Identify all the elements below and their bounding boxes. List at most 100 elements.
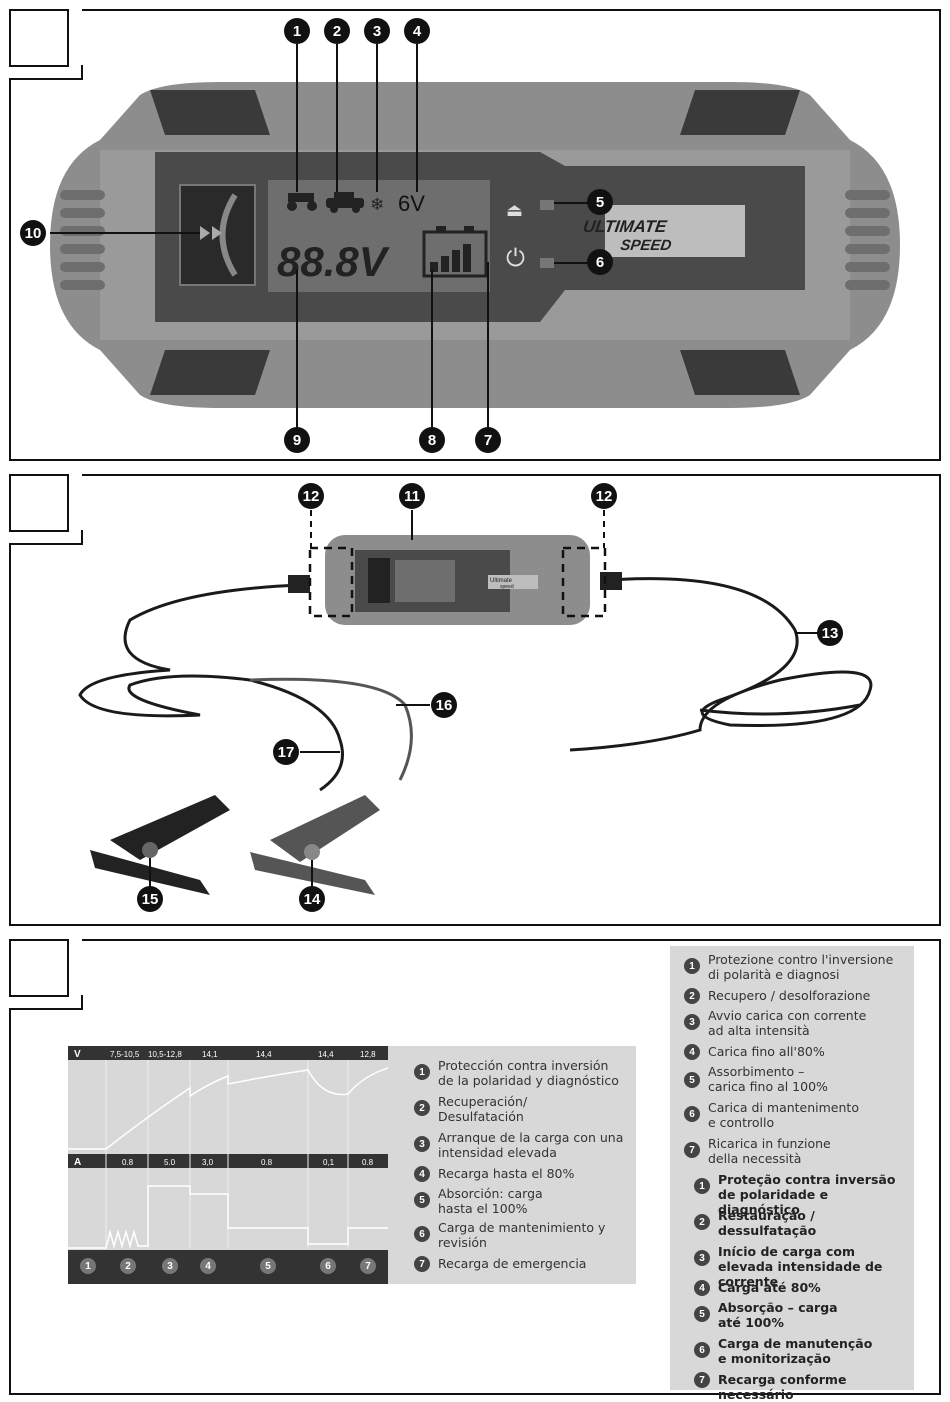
legend-es-num-6: 6	[414, 1226, 430, 1242]
legend-es-num-4: 4	[414, 1166, 430, 1182]
legend-it-text-7: Ricarica in funzione della necessità	[708, 1136, 831, 1166]
polarity-icon: ⏏	[506, 200, 523, 220]
mini-brand-line1: Ultimate	[490, 578, 513, 584]
figure-3-tab	[9, 939, 69, 997]
strain-relief-right	[561, 546, 607, 618]
lcd-readout: 88.8V	[277, 238, 390, 285]
a-val-4: 0.8	[261, 1158, 273, 1167]
legend-it-pt-box	[670, 946, 914, 1390]
cables	[78, 577, 873, 792]
legend-pt-num-2: 2	[694, 1214, 710, 1230]
grip-top-right	[680, 90, 800, 135]
stage-bar	[68, 1250, 388, 1284]
charger-front-view: ❄ 6V 88.8V ⏏ ⏻ ULTIMATE SPEED	[50, 44, 900, 428]
voltage-unit: V	[74, 1049, 81, 1060]
stage-6: 6	[320, 1258, 336, 1274]
legend-pt-num-5: 5	[694, 1306, 710, 1322]
legend-es-num-1: 1	[414, 1064, 430, 1080]
legend-it-text-1: Protezione contro l'inversione di polari…	[708, 952, 894, 982]
current-curve	[68, 1185, 388, 1249]
legend-it-num-5: 5	[684, 1072, 700, 1088]
legend-pt-text-6: Carga de manutenção e monitorização	[718, 1336, 873, 1366]
stage-7: 7	[360, 1258, 376, 1274]
legend-pt-num-1: 1	[694, 1178, 710, 1194]
figure-1-tab-edge	[9, 65, 83, 80]
car-icon	[326, 192, 364, 213]
side-ribs-right	[845, 190, 890, 290]
charge-curve-chart: V 7,5-10,5 10,5-12,8 14,1 14,4 14,4 12,8…	[68, 1046, 636, 1284]
callout-3: 3	[364, 18, 390, 44]
current-unit: A	[74, 1157, 81, 1168]
v-val-2: 10,5-12,8	[148, 1050, 182, 1059]
brand-label	[605, 205, 745, 257]
legend-es-text-5: Absorción: carga hasta el 100%	[438, 1186, 543, 1216]
legend-pt-text-1: Proteção contra inversão de polaridade e…	[718, 1172, 896, 1217]
legend-it-text-6: Carica di mantenimento e controllo	[708, 1100, 859, 1130]
clamp-negative	[90, 795, 230, 895]
callout-16: 16	[431, 692, 457, 718]
legend-it-num-4: 4	[684, 1044, 700, 1060]
a-val-5: 0,1	[323, 1158, 335, 1167]
a-val-2: 5.0	[164, 1158, 176, 1167]
legend-pt-text-2: Restauração / dessulfatação	[718, 1208, 817, 1238]
v-val-3: 14,1	[202, 1050, 218, 1059]
legend-it-num-2: 2	[684, 988, 700, 1004]
callout-14: 14	[299, 886, 325, 912]
v-val-1: 7,5-10,5	[110, 1050, 140, 1059]
legend-pt-text-3: Início de carga com elevada intensidade …	[718, 1244, 883, 1289]
callout-12-right: 12	[591, 483, 617, 509]
charger-with-cables: Ultimate speed	[78, 510, 873, 895]
legend-pt-num-7: 7	[694, 1372, 710, 1388]
led-polarity	[540, 200, 554, 210]
battery-level-icon	[422, 226, 488, 278]
callout-5: 5	[587, 189, 613, 215]
mini-brand-line2: speed	[500, 584, 514, 590]
a-val-1: 0.8	[122, 1158, 134, 1167]
callout-11: 11	[399, 483, 425, 509]
callout-6: 6	[587, 249, 613, 275]
callout-10: 10	[20, 220, 46, 246]
stage-3: 3	[162, 1258, 178, 1274]
grip-top-left	[150, 90, 270, 135]
callout-7: 7	[475, 427, 501, 453]
callout-17: 17	[273, 739, 299, 765]
callout-15: 15	[137, 886, 163, 912]
legend-es-text-4: Recarga hasta el 80%	[438, 1166, 575, 1181]
grip-bottom-left	[150, 350, 270, 395]
a-val-3: 3,0	[202, 1158, 214, 1167]
voltage-curve	[68, 1067, 389, 1150]
figure-2-tab-edge	[9, 530, 83, 545]
legend-es-text-1: Protección contra inversión de la polari…	[438, 1058, 619, 1088]
legend-es-num-7: 7	[414, 1256, 430, 1272]
legend-pt-num-3: 3	[694, 1250, 710, 1266]
callout-2: 2	[324, 18, 350, 44]
legend-it-text-2: Recupero / desolforazione	[708, 988, 871, 1003]
grip-bottom-right	[680, 350, 800, 395]
legend-pt-num-4: 4	[694, 1280, 710, 1296]
callout-1: 1	[284, 18, 310, 44]
legend-es-num-2: 2	[414, 1100, 430, 1116]
legend-pt-text-5: Absorção – carga até 100%	[718, 1300, 838, 1330]
legend-es-num-3: 3	[414, 1136, 430, 1152]
stage-4: 4	[200, 1258, 216, 1274]
legend-pt-num-6: 6	[694, 1342, 710, 1358]
legend-es-text-2: Recuperación/ Desulfatación	[438, 1094, 528, 1124]
clamp-positive	[250, 795, 380, 895]
v-val-6: 12,8	[360, 1050, 376, 1059]
v-val-4: 14,4	[256, 1050, 272, 1059]
legend-es-text-6: Carga de mantenimiento y revisión	[438, 1220, 606, 1250]
stage-5: 5	[260, 1258, 276, 1274]
legend-es-text-7: Recarga de emergencia	[438, 1256, 587, 1271]
legend-it-num-3: 3	[684, 1014, 700, 1030]
callout-8: 8	[419, 427, 445, 453]
power-icon: ⏻	[506, 245, 525, 272]
figure-2-tab	[9, 474, 69, 532]
legend-it-text-4: Carica fino all'80%	[708, 1044, 825, 1059]
figure-1-tab	[9, 9, 69, 67]
legend-es-text-3: Arranque de la carga con una intensidad …	[438, 1130, 624, 1160]
callout-13: 13	[817, 620, 843, 646]
strain-relief-left	[308, 546, 354, 618]
legend-it-text-5: Assorbimento – carica fino al 100%	[708, 1064, 828, 1094]
brand-line1: ULTIMATE	[582, 217, 669, 236]
brand-line2: SPEED	[619, 237, 672, 254]
